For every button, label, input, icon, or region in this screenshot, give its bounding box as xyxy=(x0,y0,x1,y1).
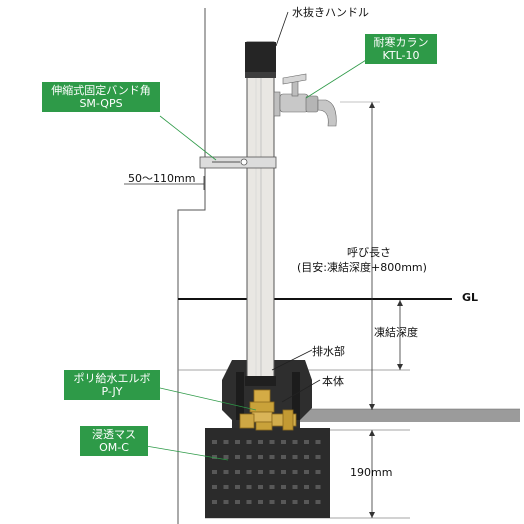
basin-hole xyxy=(246,500,252,504)
basin-hole xyxy=(292,470,298,474)
basin-hole xyxy=(235,500,240,504)
body-label: 本体 xyxy=(322,375,344,388)
elbow-name: ポリ給水エルボ xyxy=(73,372,151,385)
faucet-name: 耐寒カラン xyxy=(373,36,429,49)
basin-hole xyxy=(281,500,286,504)
elbow-fitting xyxy=(239,389,297,431)
wall-outline xyxy=(177,8,206,524)
band-callout: 伸縮式固定バンド角 SM-QPS xyxy=(42,82,160,112)
basin-hole xyxy=(304,470,309,474)
supply-pipe xyxy=(300,409,520,422)
basin-hole xyxy=(292,485,298,489)
basin-hole xyxy=(246,470,252,474)
pillar-base xyxy=(245,376,276,386)
basin-hole xyxy=(292,440,298,444)
basin-hole xyxy=(304,485,309,489)
basin-hole xyxy=(212,470,217,474)
basin-hole xyxy=(281,485,286,489)
basin-hole xyxy=(315,500,321,504)
basin-hole xyxy=(223,500,229,504)
basin-hole xyxy=(212,440,217,444)
basin-hole xyxy=(269,485,275,489)
basin-name: 浸透マス xyxy=(92,428,136,441)
infiltration-basin xyxy=(205,428,330,518)
basin-hole xyxy=(223,485,229,489)
band-range-label: 50〜110mm xyxy=(128,172,196,185)
band-code: SM-QPS xyxy=(79,97,123,110)
basin-hole xyxy=(258,440,263,444)
basin-height-label: 190mm xyxy=(350,466,393,479)
basin-hole xyxy=(292,455,298,459)
basin-hole xyxy=(292,500,298,504)
basin-hole xyxy=(235,440,240,444)
basin-hole xyxy=(223,455,229,459)
faucet xyxy=(273,73,337,127)
call-length-note: (目安:凍結深度+800mm) xyxy=(297,261,427,274)
basin-hole xyxy=(269,455,275,459)
basin-hole xyxy=(235,470,240,474)
basin-hole xyxy=(258,485,263,489)
basin-hole xyxy=(304,500,309,504)
basin-hole xyxy=(269,470,275,474)
basin-hole xyxy=(281,440,286,444)
basin-hole xyxy=(281,455,286,459)
elbow-code: P-JY xyxy=(101,385,123,398)
faucet-callout: 耐寒カラン KTL-10 xyxy=(365,34,437,64)
basin-hole xyxy=(258,500,263,504)
basin-callout: 浸透マス OM-C xyxy=(80,426,148,456)
drain-handle-label: 水抜きハンドル xyxy=(292,6,369,19)
basin-hole xyxy=(246,440,252,444)
basin-hole xyxy=(235,485,240,489)
band-name: 伸縮式固定バンド角 xyxy=(51,84,151,97)
basin-hole xyxy=(269,500,275,504)
gl-label: GL xyxy=(462,291,479,304)
basin-hole xyxy=(223,470,229,474)
call-length-label: 呼び長さ xyxy=(347,246,391,259)
basin-hole xyxy=(315,470,321,474)
basin-hole xyxy=(281,470,286,474)
frost-depth-label: 凍結深度 xyxy=(374,326,418,339)
basin-hole xyxy=(212,500,217,504)
basin-hole xyxy=(315,485,321,489)
basin-hole xyxy=(269,440,275,444)
basin-hole xyxy=(246,485,252,489)
basin-hole xyxy=(223,440,229,444)
basin-hole xyxy=(258,470,263,474)
fixing-band xyxy=(199,156,277,169)
basin-hole xyxy=(246,455,252,459)
elbow-callout: ポリ給水エルボ P-JY xyxy=(64,370,160,400)
basin-hole xyxy=(315,440,321,444)
faucet-code: KTL-10 xyxy=(382,49,420,62)
drain-part-label: 排水部 xyxy=(312,345,345,358)
basin-hole xyxy=(304,455,309,459)
basin-hole xyxy=(212,455,217,459)
basin-hole xyxy=(315,455,321,459)
basin-code: OM-C xyxy=(99,441,129,454)
pillar xyxy=(246,41,275,385)
basin-hole xyxy=(304,440,309,444)
basin-hole xyxy=(235,455,240,459)
basin-hole xyxy=(258,455,263,459)
basin-hole xyxy=(212,485,217,489)
